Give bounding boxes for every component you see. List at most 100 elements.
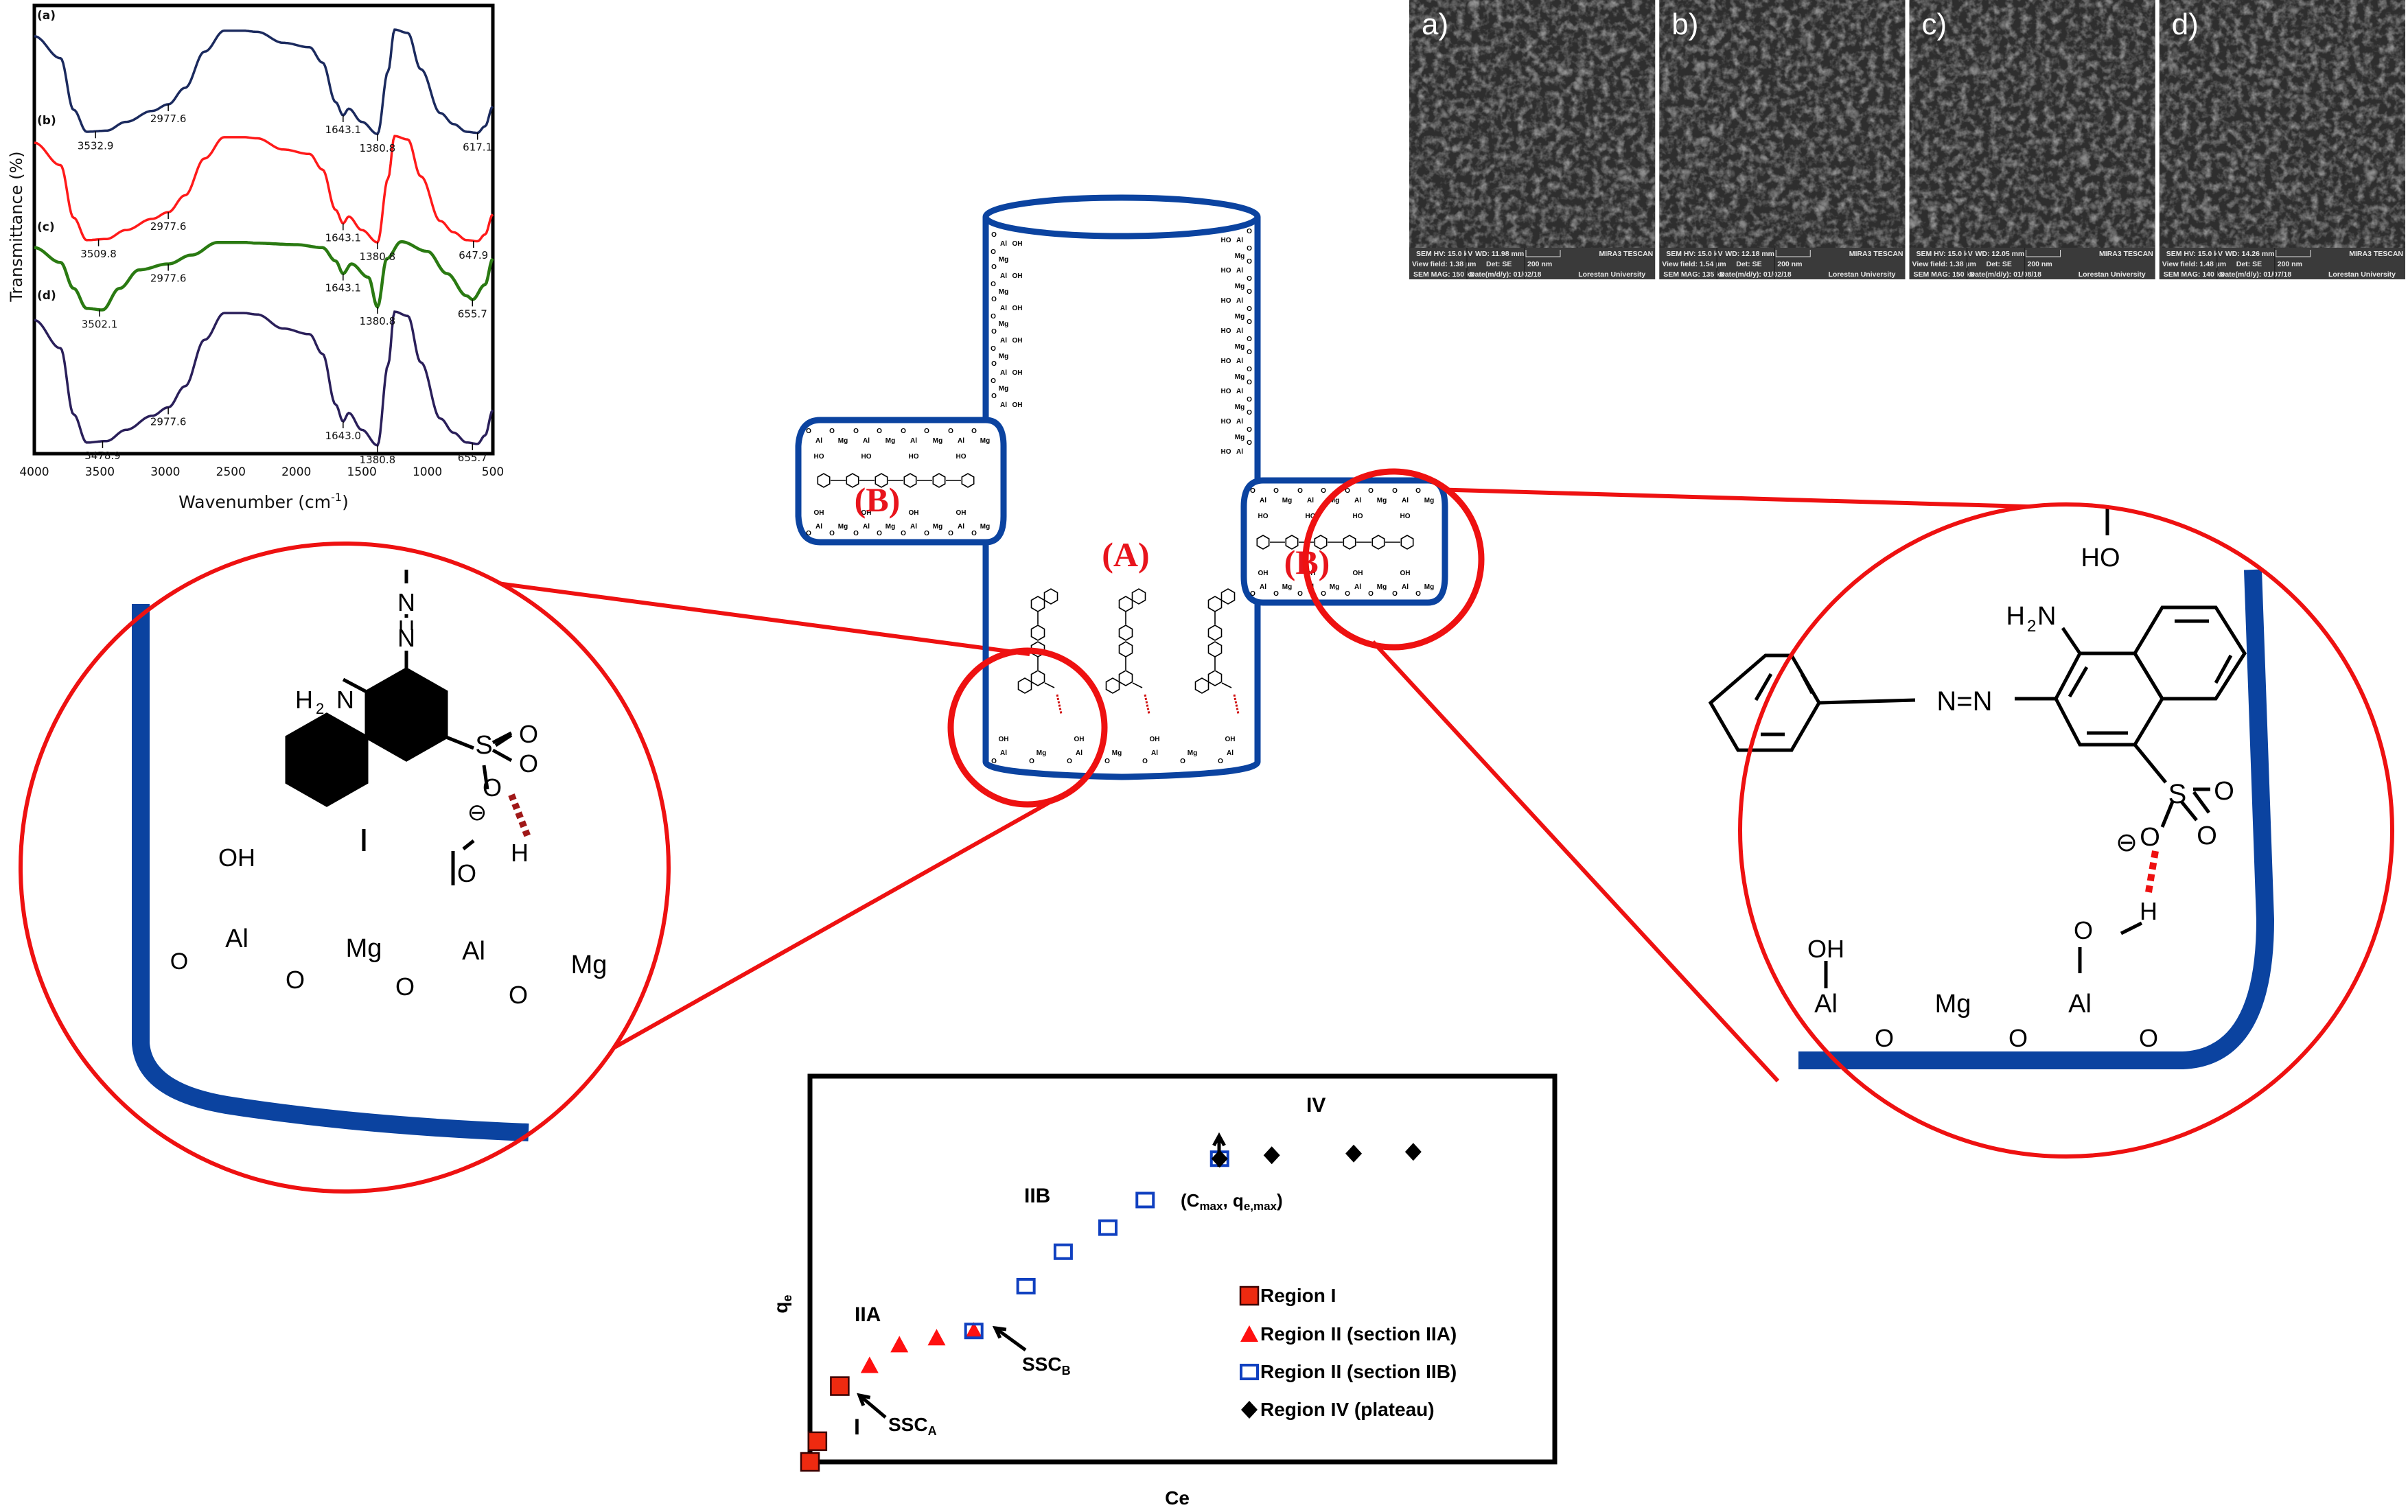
surface-atom-label: HO xyxy=(1221,358,1231,365)
legend-marker-1 xyxy=(1240,1325,1258,1342)
surface-atom-label: Al xyxy=(1354,583,1361,591)
surface-atom-label: Mg xyxy=(1424,497,1434,504)
surface-atom-label: OH xyxy=(1074,736,1085,743)
surface-atom-label: Mg xyxy=(980,437,990,445)
surface-atom-label: O xyxy=(1247,288,1252,296)
surface-atom-label: OH xyxy=(956,509,966,517)
sem-info-scale: 200 nm xyxy=(1777,260,1802,268)
surface-atom-label: O xyxy=(1247,318,1252,326)
isotherm-point-region-iib xyxy=(1016,1277,1036,1294)
surface-atom-label: O xyxy=(1415,590,1421,598)
surface-atom-label: O xyxy=(1247,439,1252,447)
chem-label: Mg xyxy=(571,951,607,979)
surface-atom-label: OH xyxy=(814,509,824,517)
surface-atom-label: HO xyxy=(1221,448,1231,456)
isotherm-points xyxy=(800,1143,1422,1472)
surface-atom-label: O xyxy=(1247,396,1252,404)
surface-atom-label: Al xyxy=(1236,327,1243,335)
side-channel-surface-groups: OAlHOOMgOAlOHOMgOAlHOOMgOAlOHOMgOAlHOOMg… xyxy=(806,428,1434,598)
sem-info-univ: Lorestan University xyxy=(1828,270,1895,279)
surface-atom-label: O xyxy=(991,758,997,765)
surface-atom-label: OH xyxy=(1353,570,1363,577)
highlight-circle-right xyxy=(1302,468,1485,651)
sem-info-brand: MIRA3 TESCAN xyxy=(1849,250,1903,258)
chem-label: S xyxy=(475,731,492,760)
surface-atom-label: Mg xyxy=(1282,497,1292,504)
surface-atom-label: Al xyxy=(1354,497,1361,504)
surface-atom-label: Mg xyxy=(1188,749,1197,757)
surface-atom-label: O xyxy=(1218,758,1223,765)
surface-atom-label: HO xyxy=(1353,513,1363,520)
arrow-ssc-b-head xyxy=(992,1325,1007,1339)
surface-atom-label: OH xyxy=(1012,305,1023,312)
ftir-series-label: (c) xyxy=(37,220,55,234)
surface-atom-label: Mg xyxy=(1235,343,1244,351)
surface-atom-label: HO xyxy=(1258,513,1269,520)
chem-label: O xyxy=(457,859,476,887)
ftir-x-tick-label: 1000 xyxy=(413,465,442,479)
arrow-ssc-a-head xyxy=(857,1393,871,1406)
chem-label: OH xyxy=(1807,935,1844,963)
ftir-peak-label: 2977.6 xyxy=(150,416,187,428)
isotherm-point-region-iv xyxy=(1345,1144,1363,1163)
surface-atom-label: O xyxy=(991,393,997,400)
sem-info-bar xyxy=(2159,248,2405,279)
chem-label: Mg xyxy=(346,934,382,963)
surface-atom-label: O xyxy=(1321,487,1326,495)
surface-atom-label: O xyxy=(829,428,835,435)
dye-molecule-side-channel xyxy=(1256,535,1414,550)
sem-info-date: Date(m/d/y): 01/08/18 xyxy=(1970,270,2042,279)
sem-info-bar xyxy=(1909,248,2155,279)
ftir-y-axis-label: Transmittance (%) xyxy=(7,151,26,302)
ftir-series-label: (d) xyxy=(37,289,56,303)
legend-marker-2 xyxy=(1240,1364,1259,1380)
annotation-cmax-qemax: (Cmax, qe,max) xyxy=(1181,1190,1283,1213)
ftir-x-tick-label: 3500 xyxy=(85,465,115,479)
sem-panel-label: a) xyxy=(1422,8,1448,41)
sem-info-brand: MIRA3 TESCAN xyxy=(1599,250,1653,258)
pore-tube-opening xyxy=(982,194,1261,240)
sem-info-univ: Lorestan University xyxy=(1578,270,1645,279)
chem-label: O xyxy=(509,981,528,1009)
surface-atom-label: O xyxy=(1104,758,1110,765)
sem-info-brand: MIRA3 TESCAN xyxy=(2349,250,2403,258)
chem-label: Al xyxy=(225,924,248,953)
surface-atom-label: Mg xyxy=(999,353,1008,360)
pore-tube-walls xyxy=(982,217,1261,780)
sem-info-bar xyxy=(1409,248,1656,279)
surface-atom-label: Mg xyxy=(1112,749,1122,757)
surface-atom-label: Mg xyxy=(1235,404,1244,411)
surface-atom-label: O xyxy=(991,345,996,353)
ftir-peak-label: 1643.1 xyxy=(325,282,362,294)
surface-atom-label: O xyxy=(1029,758,1034,765)
surface-atom-label: O xyxy=(991,264,997,271)
sem-info-univ: Lorestan University xyxy=(2328,270,2396,279)
arrow-cmax-head xyxy=(1212,1132,1226,1147)
surface-atom-label: Al xyxy=(1236,297,1243,305)
zoom-circle-right xyxy=(1738,502,2394,1159)
surface-atom-label: OH xyxy=(909,509,919,517)
surface-atom-label: O xyxy=(1392,590,1398,598)
surface-atom-label: HO xyxy=(1221,297,1231,305)
dye-molecule-side-channel xyxy=(817,473,975,488)
surface-atom-label: O xyxy=(924,428,929,435)
surface-atom-label: Al xyxy=(958,437,964,445)
chem-label: Al xyxy=(2068,990,2092,1019)
surface-atom-label: O xyxy=(1247,336,1252,343)
ftir-peak-label: 2977.6 xyxy=(150,113,187,125)
isotherm-annotation: IIB xyxy=(1024,1185,1050,1207)
zoom-circle-left xyxy=(19,542,671,1194)
surface-atom-label: O xyxy=(1247,275,1252,283)
ftir-plot-frame xyxy=(32,3,495,456)
legend-marker-0 xyxy=(1239,1286,1260,1306)
isotherm-x-axis-label: Ce xyxy=(1165,1487,1190,1509)
surface-atom-label: Al xyxy=(1236,358,1243,365)
ftir-peak-label: 1380.8 xyxy=(360,142,396,154)
surface-atom-label: O xyxy=(1247,245,1252,253)
chem-label: O xyxy=(2197,822,2217,850)
